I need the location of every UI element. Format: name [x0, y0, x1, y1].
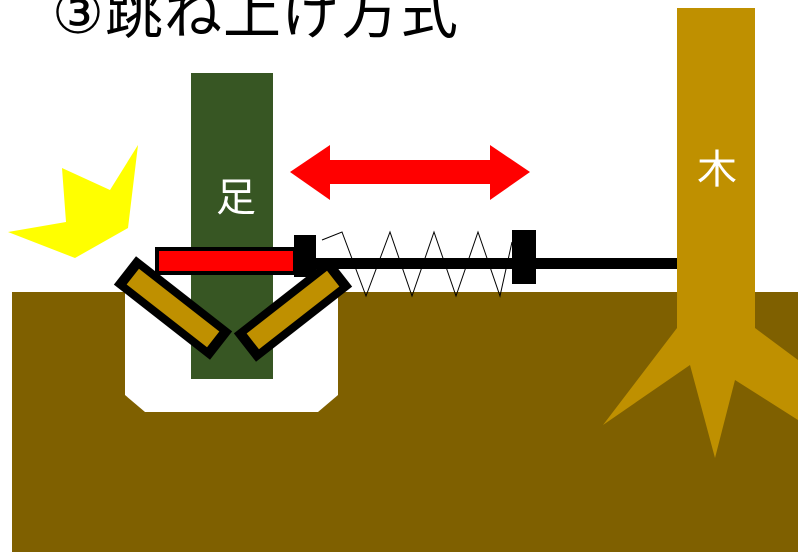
diagram-title: ③跳ね上げ方式 — [52, 0, 459, 47]
tree-trunk — [677, 8, 755, 336]
trigger-bar — [155, 247, 297, 275]
tree — [603, 8, 798, 458]
snap-flash-icon — [8, 145, 138, 258]
tree-label: 木 — [697, 147, 737, 193]
double-arrow-icon — [290, 145, 530, 200]
trigger-block — [294, 235, 316, 277]
trap-jaw-left — [113, 256, 233, 360]
trap-jaw-right — [233, 258, 353, 362]
tree-roots — [603, 328, 798, 458]
spring-end-block — [512, 230, 536, 284]
foot-label: 足 — [216, 175, 256, 221]
spring — [321, 230, 513, 298]
